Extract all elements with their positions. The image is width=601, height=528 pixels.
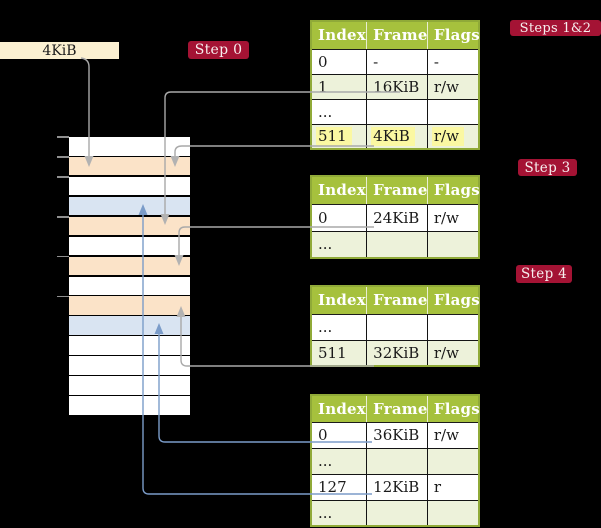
table-cell [366,230,428,258]
table-cell [427,230,479,258]
table-cell: ... [311,447,368,474]
table-cell: 1 [311,73,368,99]
table-row: 511 4KiB r/w [311,123,479,149]
column-header: Flags [427,395,480,423]
table-cell: ... [311,313,368,340]
memory-frame-row-free [69,176,190,196]
column-header: Flags [427,21,480,50]
table-cell: 511 [311,339,368,366]
memory-frame-row-table [69,256,190,276]
table-row: 0-- [311,48,479,74]
table-cell: 511 [311,123,368,149]
column-header: Frame [366,21,428,50]
table-cell: r/w [427,123,479,149]
memory-frame-row-table [69,156,190,176]
memory-frame-row-free [69,276,190,296]
memory-frame-row-free [69,376,190,395]
highlighted-value: 511 [316,127,352,147]
memory-tick [57,216,69,218]
table-cell [366,499,428,526]
table-cell: r/w [427,339,479,366]
badge-steps-1-2: Steps 1&2 [510,20,601,36]
memory-tick [57,156,69,158]
table-cell: 4KiB [366,123,428,149]
memory-frame-row-free [69,356,190,375]
table-cell [427,499,479,526]
column-header: Frame [366,176,428,205]
table-row: ... [311,447,479,474]
column-header: Index [311,21,368,50]
table-cell: 0 [311,203,368,231]
memory-tick [57,255,69,258]
memory-frame-row-free [69,137,190,156]
memory-tick [57,136,69,138]
column-header: Index [311,395,368,423]
badge-step-0: Step 0 [188,41,249,59]
column-header: Frame [366,395,428,423]
table-cell: - [427,48,479,74]
table-cell: 0 [311,48,368,74]
column-header: Index [311,176,368,205]
table-cell: ... [311,98,368,124]
memory-frame-row-table [69,296,190,315]
table-cell: 12KiB [366,473,428,500]
table-row: ... [311,499,479,526]
table-cell: 32KiB [366,339,428,366]
memory-tick [57,176,69,178]
badge-step-3: Step 3 [518,159,577,176]
table-cell: r/w [427,73,479,99]
table-cell: 16KiB [366,73,428,99]
table-cell: r/w [427,421,479,448]
memory-frame-row-table [69,216,190,236]
table-cell [366,98,428,124]
table-cell: - [366,48,428,74]
memory-frame-row-free [69,396,190,415]
column-header: Flags [427,176,480,205]
memory-tick [57,295,69,298]
memory-frame-row-free [69,336,190,355]
table-cell: 0 [311,421,368,448]
table-row: ... [311,230,479,258]
memory-frame-row-data [69,316,190,335]
table-cell: 127 [311,473,368,500]
table-cell: 24KiB [366,203,428,231]
table-cell [427,313,479,340]
badge-step-4: Step 4 [516,265,572,283]
memory-frame-row-data [69,196,190,216]
column-header: Flags [427,286,480,315]
table-cell: ... [311,230,368,258]
table-cell: 36KiB [366,421,428,448]
column-header: Index [311,286,368,315]
highlighted-value: 4KiB [371,127,415,147]
table-cell [366,447,428,474]
table-cell: r [427,473,479,500]
highlighted-value: r/w [431,127,464,147]
table-row: ... [311,98,479,124]
table-cell: ... [311,499,368,526]
column-header: Frame [366,286,428,315]
table-cell [366,313,428,340]
table-cell [427,447,479,474]
root-pointer-box: 4KiB [0,42,119,59]
table-row: ... [311,313,479,340]
table-cell [427,98,479,124]
table-cell: r/w [427,203,479,231]
root-pointer-label: 4KiB [42,42,77,59]
memory-frame-row-free [69,236,190,256]
